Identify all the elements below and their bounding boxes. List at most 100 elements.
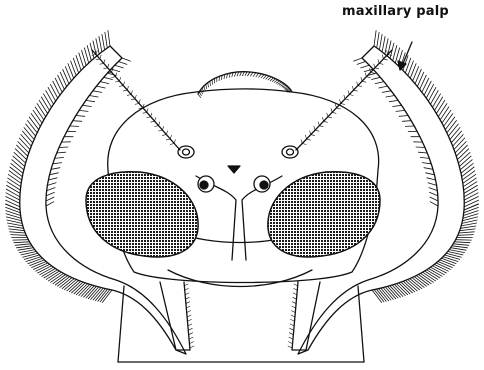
palp-bristle <box>426 84 433 98</box>
palp-bristle <box>450 128 460 140</box>
antenna-hair <box>354 90 358 91</box>
palp-bristle <box>100 290 110 302</box>
palp-bristle <box>413 67 419 81</box>
palp-bristle <box>430 197 438 201</box>
palp-bristle <box>6 204 21 210</box>
palp-bristle <box>6 207 21 212</box>
palp-bristle <box>46 197 54 201</box>
palp-bristle <box>445 117 454 130</box>
antenna-hair <box>158 130 162 131</box>
palp-bristle <box>392 285 403 296</box>
palp-bristle <box>24 255 39 259</box>
palp-bristle <box>98 289 108 301</box>
antenna-hair <box>323 117 324 121</box>
antenna-hair <box>131 91 132 95</box>
mouthpart-hair <box>190 346 194 348</box>
palp-bristle <box>39 100 47 113</box>
palp-bristle <box>456 145 467 156</box>
mouthpart-hair <box>290 328 294 330</box>
palp-bristle <box>464 185 478 193</box>
palp-bristle <box>12 160 24 170</box>
palp-bristle <box>118 62 127 65</box>
antenna-hair <box>349 95 353 96</box>
palp-bristle <box>445 255 460 259</box>
antenna-hair <box>123 90 127 91</box>
palp-bristle <box>272 79 276 82</box>
palp-bristle <box>208 83 209 87</box>
palp-bristle <box>47 183 56 186</box>
mouthpart-hair <box>188 324 192 326</box>
palp-bristle <box>357 62 366 65</box>
antenna-hair <box>139 100 140 104</box>
palp-bristle <box>6 197 20 204</box>
antenna-hair <box>387 51 388 55</box>
palp-bristle <box>91 288 101 300</box>
palp-bristle <box>17 246 33 248</box>
palp-bristle <box>430 202 438 206</box>
antenna-hair <box>135 104 139 105</box>
palp-bristle <box>86 286 96 298</box>
palp-bristle <box>396 110 405 111</box>
palp-bristle <box>422 78 429 92</box>
palp-bristle <box>283 86 287 88</box>
antenna-hair <box>366 77 370 78</box>
antenna-hair <box>302 144 306 145</box>
palp-bristle <box>8 226 24 228</box>
palp-bristle <box>464 204 479 210</box>
palp-bristle <box>374 290 384 302</box>
antenna-hair <box>319 126 323 127</box>
antenna-hair <box>119 77 120 81</box>
palp-bristle <box>416 147 425 148</box>
palp-bristle <box>86 100 95 101</box>
palp-bristle <box>261 75 264 78</box>
left-antenna-pedicel <box>183 149 190 155</box>
antenna-hair <box>305 135 306 139</box>
palp-bristle <box>354 58 362 61</box>
palp-bristle <box>18 142 29 153</box>
palp-bristle <box>96 39 99 54</box>
left-compound-eye <box>86 172 198 257</box>
antenna-hair <box>301 140 302 144</box>
palp-bristle <box>100 82 109 84</box>
antenna-hair <box>170 135 171 139</box>
palp-bristle <box>382 37 385 52</box>
antenna-hair <box>328 117 332 118</box>
antenna-hair <box>115 81 119 82</box>
clypeus-line <box>168 270 312 287</box>
label-arrowhead <box>398 61 406 70</box>
palp-bristle <box>9 229 25 231</box>
antenna-hair <box>341 104 345 105</box>
palp-bristle <box>374 31 376 47</box>
right-antenna <box>296 50 392 150</box>
right-compound-eye <box>268 172 380 257</box>
palp-bristle <box>31 114 40 127</box>
palp-bristle <box>379 86 388 88</box>
mouthpart-hair <box>289 333 293 335</box>
palp-bristle <box>401 282 412 293</box>
palp-bristle <box>88 287 98 299</box>
antenna-hair <box>332 112 336 113</box>
palp-bristle <box>442 110 451 123</box>
palp-bristle <box>455 142 466 153</box>
palp-bristle <box>444 114 453 127</box>
left-antenna <box>92 50 180 150</box>
palp-bristle <box>248 72 250 76</box>
palp-bristle <box>11 235 27 236</box>
palp-bristle <box>53 81 60 95</box>
palp-bristle <box>55 157 64 158</box>
palp-bristle <box>388 286 398 298</box>
antenna-hair <box>162 135 166 136</box>
antenna-hair <box>147 109 148 113</box>
palp-bristle <box>455 242 471 243</box>
palp-bristle <box>381 288 391 300</box>
palp-bristle <box>424 168 433 170</box>
palp-bristle <box>10 167 22 177</box>
antenna-hair <box>147 117 151 118</box>
palp-bristle <box>17 145 28 156</box>
palp-bristle <box>399 283 410 294</box>
palp-bristle <box>204 86 205 90</box>
palp-bristle <box>102 290 112 302</box>
palp-bristle <box>115 65 124 68</box>
palp-bristle <box>8 174 21 183</box>
